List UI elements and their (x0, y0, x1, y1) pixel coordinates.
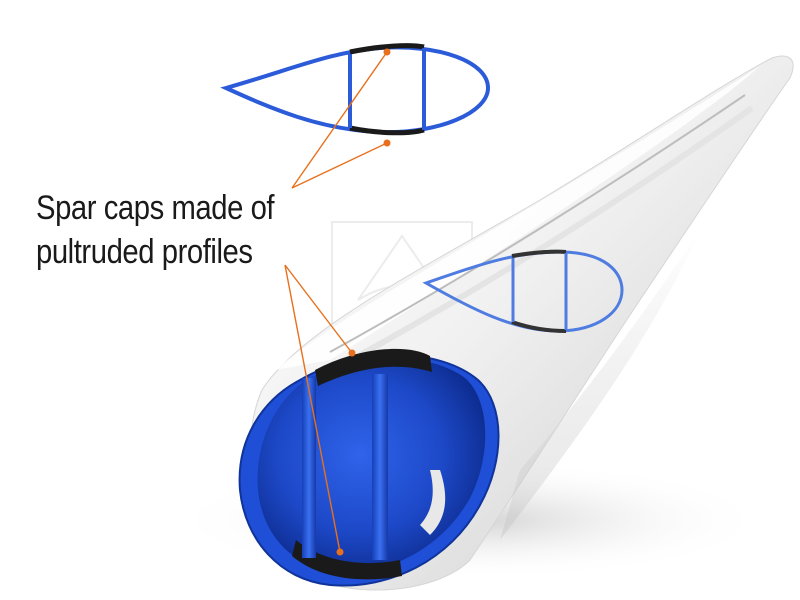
bottom-spar-cap (292, 540, 402, 580)
caption-label: Spar caps made of pultruded profiles (36, 186, 294, 274)
spar-cap-top-lower (349, 125, 425, 136)
shear-web-left (302, 378, 316, 558)
top-spar-cap (315, 348, 432, 386)
airfoil-profile-mid (422, 249, 624, 333)
leader-dot-icon (336, 48, 391, 556)
caption-line-1: Spar caps made of (36, 189, 275, 227)
shear-web-right (372, 374, 388, 560)
leader-line-1 (291, 51, 388, 189)
leader-lines (284, 51, 388, 553)
leader-line-3 (284, 264, 353, 354)
leader-line-2 (291, 142, 388, 189)
caption-line-2: pultruded profiles (36, 233, 253, 271)
leader-dot-2 (383, 139, 391, 147)
root-cross-section (238, 348, 500, 587)
leader-dot-4 (336, 548, 344, 556)
leader-dot-3 (348, 349, 356, 357)
leader-dot-1 (383, 48, 391, 56)
spar-cap-mid-upper (511, 249, 567, 258)
leader-line-4 (284, 264, 341, 553)
spar-cap-mid-lower (511, 320, 567, 333)
spar-cap-top-upper (349, 43, 425, 55)
airfoil-profile-top (220, 43, 491, 136)
